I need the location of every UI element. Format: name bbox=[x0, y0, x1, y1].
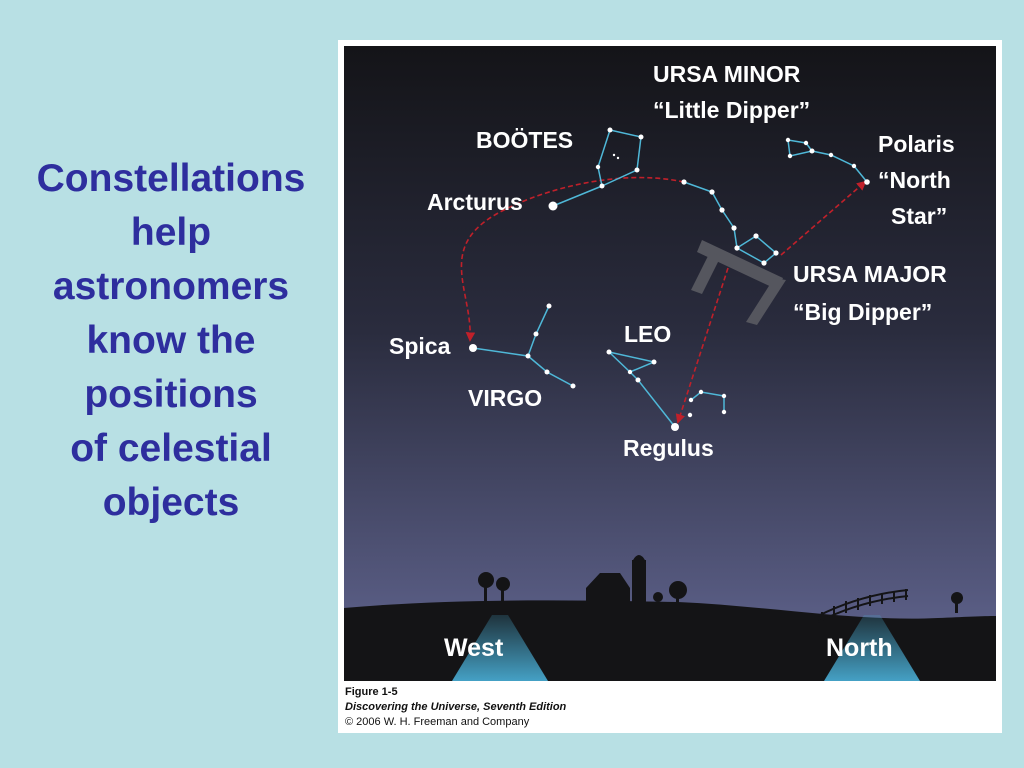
caption-book-title: Discovering the Universe, Seventh Editio… bbox=[345, 701, 567, 713]
star bbox=[851, 163, 857, 169]
star-polaris bbox=[864, 179, 870, 185]
star bbox=[785, 137, 791, 143]
pointer-to-polaris-arrow bbox=[780, 180, 867, 256]
label-leo: LEO bbox=[624, 321, 671, 347]
sky-diagram: URSA MINOR “Little Dipper” BOÖTES Arctur… bbox=[344, 46, 996, 681]
label-north: North bbox=[826, 634, 893, 662]
star bbox=[638, 134, 644, 140]
pointer-arrows bbox=[460, 176, 867, 424]
title-line-1: Constellations bbox=[36, 157, 306, 200]
label-ursa-major: URSA MAJOR bbox=[793, 261, 947, 287]
star bbox=[651, 359, 657, 365]
tree-trunk bbox=[484, 584, 487, 604]
label-little-dipper: “Little Dipper” bbox=[653, 97, 810, 123]
barn bbox=[586, 573, 630, 610]
fence bbox=[817, 589, 909, 624]
star bbox=[698, 389, 704, 395]
star bbox=[627, 369, 633, 375]
figure-frame: URSA MINOR “Little Dipper” BOÖTES Arctur… bbox=[338, 40, 1002, 733]
star bbox=[533, 331, 539, 337]
star bbox=[634, 167, 640, 173]
star bbox=[525, 353, 531, 359]
tree bbox=[478, 572, 494, 588]
title-line-6: of celestial bbox=[70, 427, 272, 470]
star bbox=[731, 225, 737, 231]
tree bbox=[496, 577, 510, 591]
label-spica: Spica bbox=[389, 333, 451, 359]
label-north-star-2: Star” bbox=[891, 203, 947, 229]
silo bbox=[632, 560, 646, 610]
tree-trunk bbox=[676, 595, 679, 611]
star-regulus bbox=[671, 423, 679, 431]
stars bbox=[469, 127, 870, 431]
star bbox=[803, 140, 809, 146]
tree bbox=[951, 592, 963, 604]
night-sky bbox=[344, 46, 996, 681]
leo-tail-lines bbox=[690, 391, 725, 412]
west-beam bbox=[452, 615, 548, 681]
star bbox=[635, 377, 641, 383]
north-beam bbox=[824, 615, 920, 681]
star-spica bbox=[469, 344, 477, 352]
label-regulus: Regulus bbox=[623, 435, 714, 461]
virgo-lines bbox=[472, 305, 550, 357]
tree-trunk bbox=[501, 588, 504, 604]
star bbox=[607, 127, 613, 133]
title-line-3: astronomers bbox=[52, 265, 290, 308]
star bbox=[544, 369, 550, 375]
star bbox=[688, 397, 694, 403]
caption-figure-number: Figure 1-5 bbox=[345, 686, 398, 698]
label-ursa-minor: URSA MINOR bbox=[653, 61, 801, 87]
title-line-2: help bbox=[130, 211, 212, 254]
pointer-bracket bbox=[691, 240, 786, 325]
label-bootes: BOÖTES bbox=[476, 127, 573, 153]
star bbox=[606, 349, 612, 355]
star bbox=[687, 412, 693, 418]
figure-caption: Figure 1-5 Discovering the Universe, Sev… bbox=[345, 685, 566, 730]
caption-copyright: © 2006 W. H. Freeman and Company bbox=[345, 716, 530, 728]
star bbox=[570, 383, 576, 389]
star bbox=[595, 164, 601, 170]
star bbox=[734, 245, 740, 251]
constellation-labels: URSA MINOR “Little Dipper” BOÖTES Arctur… bbox=[389, 61, 955, 461]
label-west: West bbox=[444, 634, 504, 662]
star bbox=[546, 303, 552, 309]
star bbox=[709, 189, 715, 195]
star bbox=[761, 260, 767, 266]
star bbox=[787, 153, 793, 159]
arc-to-arcturus-spica-arrow bbox=[460, 176, 685, 342]
label-north-star-1: “North bbox=[878, 167, 951, 193]
label-polaris: Polaris bbox=[878, 131, 955, 157]
star bbox=[719, 207, 725, 213]
title-line-5: positions bbox=[84, 373, 258, 416]
star bbox=[773, 250, 779, 256]
pointer-to-regulus-arrow bbox=[675, 267, 729, 424]
slide-title: Constellations help astronomers know the… bbox=[6, 152, 336, 530]
silo-top bbox=[632, 555, 646, 562]
label-virgo: VIRGO bbox=[468, 385, 542, 411]
star bbox=[616, 156, 620, 160]
star bbox=[809, 148, 815, 154]
title-line-7: objects bbox=[102, 481, 240, 524]
star bbox=[681, 179, 687, 185]
leo-lines bbox=[608, 351, 657, 373]
star bbox=[721, 393, 727, 399]
star bbox=[753, 233, 759, 239]
star bbox=[721, 409, 727, 415]
star bbox=[828, 152, 834, 158]
tree bbox=[669, 581, 687, 599]
tree-trunk bbox=[955, 601, 958, 613]
label-arcturus: Arcturus bbox=[427, 189, 523, 215]
label-big-dipper: “Big Dipper” bbox=[793, 299, 932, 325]
tree bbox=[653, 592, 663, 602]
star bbox=[612, 153, 616, 157]
ursa-minor-lines bbox=[787, 139, 868, 183]
star bbox=[599, 183, 605, 189]
title-line-4: know the bbox=[86, 319, 256, 362]
star-arcturus bbox=[548, 201, 558, 211]
